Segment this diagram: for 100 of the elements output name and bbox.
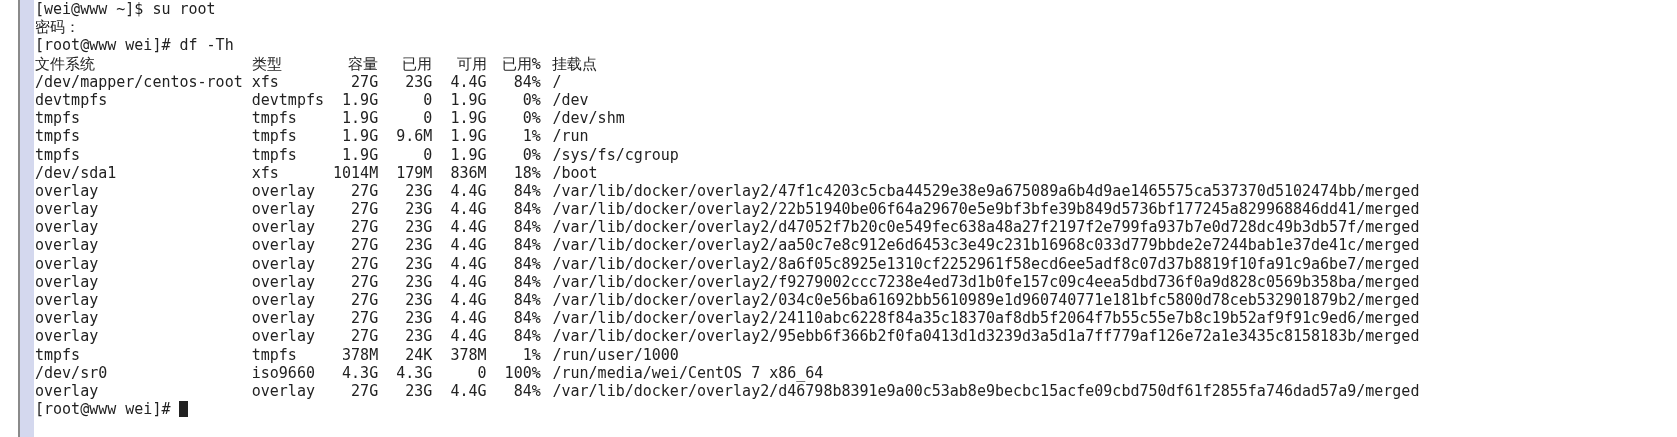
available-value: 1.9G [450, 145, 487, 164]
size-value: 27G [351, 200, 379, 219]
available-value: 4.4G [450, 181, 487, 201]
use-percent: 0% [522, 145, 541, 164]
available-value: 1.9G [450, 90, 487, 110]
filesystem-type: overlay [251, 181, 315, 201]
use-percent: 84% [513, 327, 541, 346]
use-percent: 84% [513, 218, 541, 237]
command-line: [wei@www ~]$ su root [35, 0, 216, 19]
available-value: 0 [477, 363, 487, 382]
filesystem-type: xfs [251, 163, 279, 182]
size-value: 27G [351, 236, 379, 255]
mount-point: /sys/fs/cgroup [552, 145, 679, 164]
mount-point: /var/lib/docker/overlay2/aa50c7e8c912e6d6453c3e49c231b16968c033d779bbde2e7244bab1e37de41c/merged [552, 236, 1420, 255]
filesystem-type: tmpfs [251, 145, 297, 164]
size-value: 27G [351, 218, 379, 237]
filesystem-name: overlay [35, 218, 99, 237]
use-percent: 0% [522, 90, 541, 110]
size-value: 27G [351, 327, 379, 346]
used-value: 23G [405, 181, 433, 201]
use-percent: 100% [504, 363, 541, 382]
filesystem-type: overlay [251, 236, 315, 255]
filesystem-name: overlay [35, 254, 99, 273]
used-value: 23G [405, 236, 433, 255]
filesystem-type: overlay [251, 272, 315, 291]
filesystem-name: overlay [35, 181, 99, 201]
column-header: 类型 [251, 54, 282, 73]
column-header: 可用 [456, 54, 487, 73]
used-value: 4.3G [396, 363, 433, 382]
available-value: 4.4G [450, 200, 487, 219]
available-value: 1.9G [450, 127, 487, 146]
used-value: 179M [396, 163, 433, 182]
mount-point: /var/lib/docker/overlay2/034c0e56ba61692bb5610989e1d960740771e181bfc5800d78ceb532901879b2/merged [552, 291, 1420, 310]
filesystem-type: overlay [251, 200, 315, 219]
command-line: [root@www wei]# df -Th [35, 36, 234, 55]
filesystem-type: overlay [251, 309, 315, 328]
use-percent: 84% [513, 200, 541, 219]
shell-prompt: [root@www wei]# [35, 400, 171, 419]
mount-point: /var/lib/docker/overlay2/24110abc6228f84a35c18370af8db5f2064f7b55c55e7b8c19b52af9f91c9ed6/merged [552, 309, 1420, 328]
use-percent: 18% [513, 163, 541, 182]
mount-point: /dev/shm [552, 109, 625, 128]
filesystem-name: tmpfs [35, 109, 81, 128]
filesystem-name: /dev/mapper/centos-root [35, 72, 243, 91]
available-value: 4.4G [450, 381, 487, 401]
mount-point: /var/lib/docker/overlay2/22b51940be06f64a29670e5e9bf3bfe39b849d5736bf177245a829968846dd41/merged [552, 200, 1420, 219]
use-percent: 84% [513, 72, 541, 91]
size-value: 1014M [333, 163, 379, 182]
filesystem-name: tmpfs [35, 145, 81, 164]
available-value: 4.4G [450, 236, 487, 255]
used-value: 24K [405, 345, 433, 364]
use-percent: 84% [513, 236, 541, 255]
filesystem-type: tmpfs [251, 345, 297, 364]
filesystem-name: /dev/sr0 [35, 363, 108, 382]
column-header: 已用 [402, 54, 433, 73]
filesystem-name: overlay [35, 236, 99, 255]
used-value: 23G [405, 72, 433, 91]
available-value: 4.4G [450, 218, 487, 237]
size-value: 1.9G [342, 109, 379, 128]
size-value: 378M [342, 345, 379, 364]
mount-point: /run [552, 127, 589, 146]
column-header: 文件系统 [35, 54, 95, 73]
use-percent: 84% [513, 309, 541, 328]
filesystem-name: devtmpfs [35, 90, 108, 110]
size-value: 27G [351, 254, 379, 273]
filesystem-type: iso9660 [251, 363, 315, 382]
size-value: 4.3G [342, 363, 379, 382]
filesystem-name: overlay [35, 200, 99, 219]
mount-point: /dev [552, 90, 589, 110]
mount-point: / [552, 72, 562, 91]
available-value: 4.4G [450, 272, 487, 291]
used-value: 23G [405, 254, 433, 273]
used-value: 0 [423, 90, 433, 110]
filesystem-type: devtmpfs [251, 90, 324, 110]
use-percent: 84% [513, 272, 541, 291]
used-value: 23G [405, 291, 433, 310]
available-value: 1.9G [450, 109, 487, 128]
mount-point: /var/lib/docker/overlay2/d46798b8391e9a00c53ab8e9becbc15acfe09cbd750df61f2855fa746dad57a9/merged [552, 381, 1420, 401]
filesystem-name: tmpfs [35, 345, 81, 364]
password-prompt: 密码： [35, 18, 80, 37]
use-percent: 84% [513, 381, 541, 401]
use-percent: 84% [513, 254, 541, 273]
mount-point: /var/lib/docker/overlay2/f9279002ccc7238e4ed73d1b0fe157c09c4eea5dbd736f0a9d828c0569b358ba/merged [552, 272, 1420, 291]
filesystem-name: /dev/sda1 [35, 163, 117, 182]
use-percent: 0% [522, 109, 541, 128]
column-header: 容量 [348, 54, 379, 73]
filesystem-type: overlay [251, 254, 315, 273]
column-header: 已用% [501, 54, 541, 73]
size-value: 27G [351, 309, 379, 328]
mount-point: /var/lib/docker/overlay2/d47052f7b20c0e549fec638a48a27f2197f2e799fa937b7e0d728dc49b3db57f/merged [552, 218, 1420, 237]
filesystem-name: overlay [35, 291, 99, 310]
mount-point: /boot [552, 163, 598, 182]
size-value: 27G [351, 272, 379, 291]
used-value: 9.6M [396, 127, 433, 146]
use-percent: 1% [522, 345, 541, 364]
filesystem-type: overlay [251, 381, 315, 401]
filesystem-type: overlay [251, 327, 315, 346]
filesystem-name: overlay [35, 381, 99, 401]
filesystem-type: overlay [251, 218, 315, 237]
mount-point: /run/media/wei/CentOS 7 x86_64 [552, 363, 824, 382]
mount-point: /var/lib/docker/overlay2/8a6f05c8925e1310cf2252961f58ecd6ee5adf8c07d37b8819f10fa91c9a6be7/merged [552, 254, 1420, 273]
